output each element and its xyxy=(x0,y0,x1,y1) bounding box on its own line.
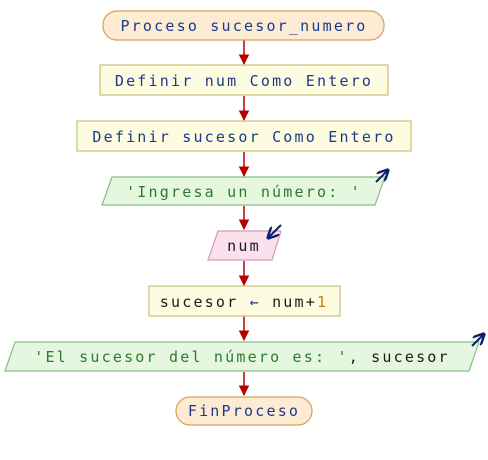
assignment-target: sucesor xyxy=(160,293,250,311)
assignment-text: sucesor ← num+1 xyxy=(160,293,328,311)
end-label: FinProceso xyxy=(188,402,300,420)
output-indicator-icon-2 xyxy=(471,334,484,347)
define-sucesor-node: Definir sucesor Como Entero xyxy=(76,120,412,152)
start-node: Proceso sucesor_numero xyxy=(102,10,385,41)
output-prompt-label: 'Ingresa un número: ' xyxy=(126,183,362,201)
output-prompt-node: 'Ingresa un número: ' xyxy=(101,170,388,206)
define-sucesor-label: Definir sucesor Como Entero xyxy=(92,128,395,146)
end-node: FinProceso xyxy=(175,396,313,426)
input-num-node: num xyxy=(207,224,282,261)
output-indicator-icon xyxy=(375,170,388,183)
assignment-expression: num+ xyxy=(261,293,317,311)
define-num-node: Definir num Como Entero xyxy=(99,64,389,96)
output-result-string: 'El sucesor del número es: ' xyxy=(34,348,348,366)
assignment-arrow: ← xyxy=(250,293,261,311)
output-result-var: , sucesor xyxy=(349,348,450,366)
input-indicator-icon xyxy=(268,224,282,238)
output-result-node: 'El sucesor del número es: ', sucesor xyxy=(4,334,484,372)
define-num-label: Definir num Como Entero xyxy=(115,72,373,90)
input-num-label: num xyxy=(227,237,261,255)
output-result-text: 'El sucesor del número es: ', sucesor xyxy=(34,348,450,366)
assignment-number: 1 xyxy=(317,293,328,311)
start-label: Proceso sucesor_numero xyxy=(120,17,367,35)
assignment-node: sucesor ← num+1 xyxy=(148,285,341,317)
